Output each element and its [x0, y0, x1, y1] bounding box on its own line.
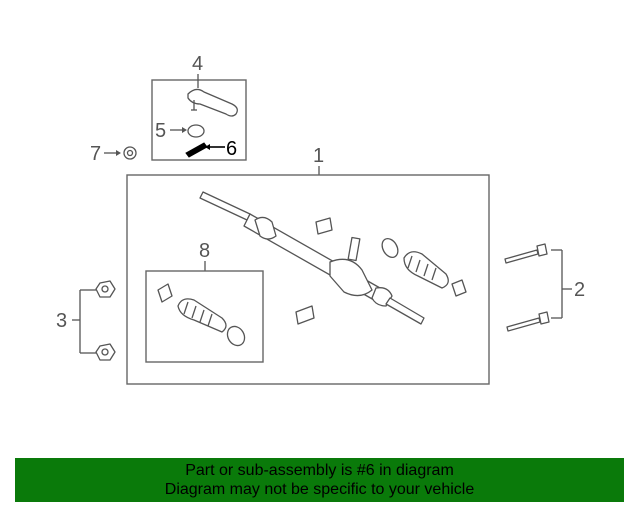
arrow-7	[116, 150, 121, 156]
nut-part-7[interactable]	[123, 146, 137, 160]
callout-6[interactable]: 6	[226, 138, 237, 160]
callout-1[interactable]: 1	[313, 145, 324, 167]
callout-7[interactable]: 7	[90, 143, 101, 165]
bushing-lower[interactable]	[295, 305, 315, 325]
boot-right[interactable]	[379, 236, 467, 297]
callout-5[interactable]: 5	[155, 120, 166, 142]
callout-4[interactable]: 4	[192, 53, 203, 75]
bushing-upper[interactable]	[315, 217, 333, 235]
bolt-part-2-upper[interactable]	[504, 243, 548, 264]
nut-part-3-lower[interactable]	[95, 343, 116, 361]
banner-line-1: Part or sub-assembly is #6 in diagram	[185, 462, 454, 479]
arrow-6-head	[205, 144, 210, 150]
callout-8[interactable]: 8	[199, 240, 210, 262]
info-banner: Part or sub-assembly is #6 in diagram Di…	[15, 458, 624, 502]
dust-boot[interactable]	[187, 124, 205, 138]
arrow-5	[182, 127, 187, 133]
tie-rod-end[interactable]	[187, 88, 238, 117]
callout-3[interactable]: 3	[56, 310, 67, 332]
banner-line-2: Diagram may not be specific to your vehi…	[164, 481, 475, 498]
steering-rack[interactable]	[199, 191, 425, 325]
boot-kit-part-8[interactable]	[157, 283, 248, 349]
nut-part-3-upper[interactable]	[95, 280, 116, 298]
bolt-part-2-lower[interactable]	[506, 311, 550, 332]
callout-2[interactable]: 2	[574, 279, 585, 301]
